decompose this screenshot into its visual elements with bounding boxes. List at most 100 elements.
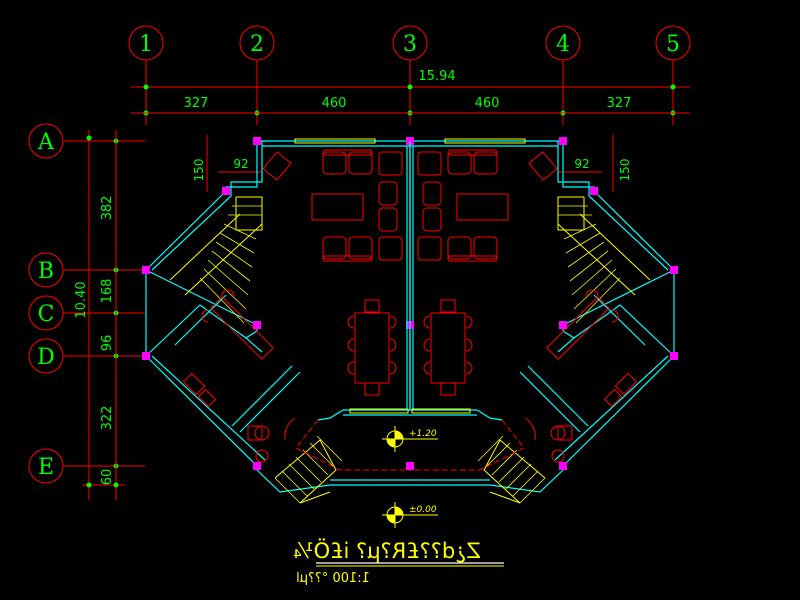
- sofa-seat: [473, 151, 498, 175]
- sofa-back: [322, 149, 373, 156]
- dining-chair: [440, 382, 456, 396]
- dining-chair: [347, 361, 355, 375]
- local-dimension-right-width: 92: [574, 157, 589, 171]
- stair-tread: [199, 277, 245, 324]
- wall: [317, 409, 344, 421]
- right-unit: [406, 137, 678, 504]
- chair: [201, 289, 235, 323]
- dining-chair: [423, 315, 431, 329]
- row-dimension-5: 60: [100, 469, 115, 486]
- stair-tread: [295, 456, 322, 483]
- stair-tread: [211, 250, 251, 282]
- stair-tread: [288, 463, 315, 490]
- stair-tread: [567, 241, 605, 268]
- column-marker: [670, 266, 678, 274]
- dimension-tick: [407, 84, 413, 90]
- desk-chair: [262, 151, 292, 181]
- drawing-title: Z¿d??£R?µ? i£Ö¼: [293, 538, 481, 563]
- dimension-tick: [143, 84, 149, 90]
- dining-chair: [364, 382, 380, 396]
- stair-edge: [274, 439, 337, 504]
- stove: [614, 372, 638, 396]
- column-marker: [142, 352, 150, 360]
- stair-tread: [203, 268, 247, 310]
- window: [444, 138, 526, 144]
- dining-chair: [347, 315, 355, 329]
- stair-tread: [274, 477, 301, 504]
- stair-edge: [483, 439, 546, 504]
- sofa-back: [447, 255, 498, 262]
- coffee-table: [311, 193, 364, 221]
- sofa-seat: [447, 236, 472, 260]
- dining-chair: [389, 361, 397, 375]
- sink: [603, 388, 623, 408]
- chair: [378, 181, 398, 206]
- sofa-seat: [348, 151, 373, 175]
- column-marker: [222, 187, 230, 195]
- stair-tread: [207, 259, 249, 296]
- grid-column-label-1: 1: [139, 32, 153, 57]
- exterior-wall: [573, 304, 675, 357]
- grid-column-label-5: 5: [666, 32, 680, 57]
- local-dimension-right-height: 150: [618, 159, 632, 182]
- stair-tread: [563, 223, 597, 240]
- dining-chair: [423, 361, 431, 375]
- interior-wall: [151, 141, 263, 271]
- interior-wall: [593, 294, 646, 346]
- interior-wall: [527, 365, 589, 427]
- grid-column-label-2: 2: [250, 32, 264, 57]
- stair-edge: [557, 223, 636, 296]
- desk-chair: [528, 151, 558, 181]
- terrace-outline: [295, 419, 410, 471]
- stair-landing: [235, 196, 263, 231]
- building-plan: [142, 137, 678, 504]
- stair-tread: [484, 442, 511, 469]
- local-dimension-left-height: 150: [192, 159, 206, 182]
- dimension-segment-1: 327: [184, 96, 209, 111]
- armchair: [417, 236, 442, 261]
- drawing-scale: 1:100 °??µl: [296, 571, 370, 586]
- stair-edge: [579, 213, 651, 281]
- grid-row-label-D: D: [37, 345, 55, 370]
- furniture: [182, 149, 403, 463]
- stair-tread: [223, 223, 257, 240]
- chair: [378, 207, 398, 232]
- armchair: [417, 151, 442, 176]
- column-marker: [590, 187, 598, 195]
- stair-tread: [498, 456, 525, 483]
- coffee-table: [456, 193, 509, 221]
- entrance-stairs: [274, 435, 343, 504]
- washbasin: [551, 449, 565, 463]
- column-marker: [253, 321, 261, 329]
- row-dimension-4: 322: [100, 406, 115, 431]
- dining-chair: [465, 361, 473, 375]
- stair-tread: [571, 259, 613, 296]
- dining-chair: [423, 338, 431, 352]
- wall: [476, 409, 503, 421]
- grid-column-label-4: 4: [556, 32, 570, 57]
- stair-tread: [512, 470, 539, 497]
- grid-row-label-E: E: [38, 455, 54, 480]
- window: [349, 408, 409, 414]
- grid-row-label-A: A: [37, 130, 55, 155]
- level-label-ground: ±0.00: [409, 505, 437, 515]
- column-marker: [253, 137, 261, 145]
- grid-row-label-C: C: [38, 302, 55, 327]
- stair-landing: [557, 196, 585, 231]
- dining-table: [430, 312, 466, 384]
- interior-wall: [239, 371, 301, 433]
- stair-tread: [316, 435, 343, 462]
- stair-tread: [565, 232, 601, 254]
- stair-tread: [519, 477, 546, 504]
- grid-row-label-B: B: [38, 259, 54, 284]
- sofa-seat: [348, 236, 373, 260]
- column-marker: [253, 462, 261, 470]
- dining-chair: [389, 315, 397, 329]
- stair-tread: [215, 241, 253, 268]
- stair-tread: [575, 277, 621, 324]
- grid-column-label-3: 3: [403, 32, 417, 57]
- column-marker: [142, 266, 150, 274]
- interior-wall: [174, 294, 227, 346]
- grid-axes: 1 2 3 4 5A BCD E: [28, 25, 691, 484]
